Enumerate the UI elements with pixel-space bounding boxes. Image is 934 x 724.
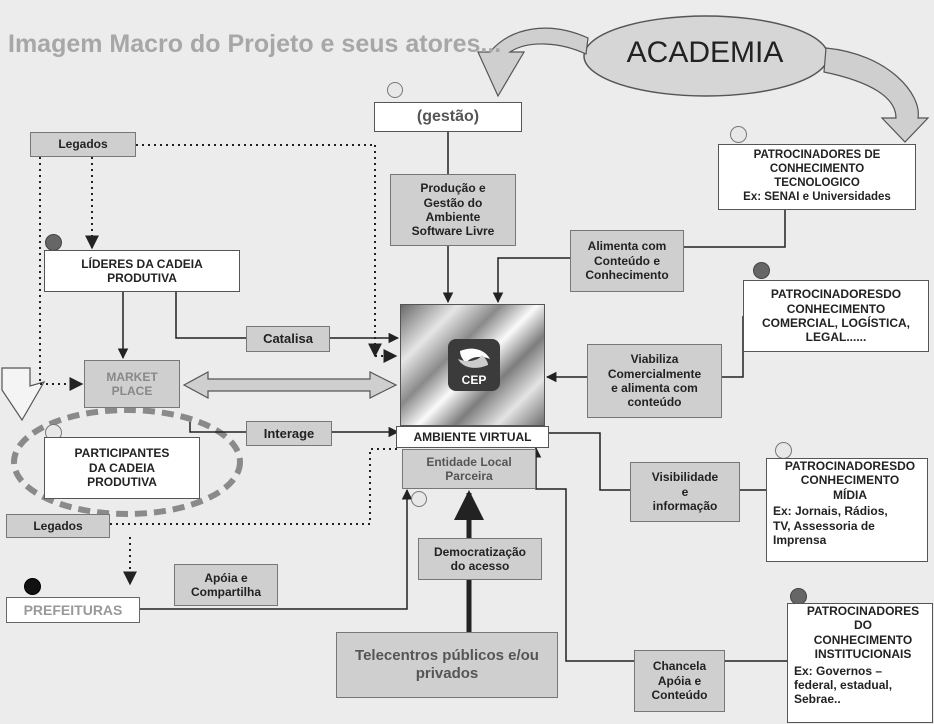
visibilidade-box: Visibilidade e informação bbox=[630, 462, 740, 522]
legados-top-box: Legados bbox=[30, 132, 136, 157]
prefeituras-box: PREFEITURAS bbox=[6, 597, 140, 623]
patrocinadores-comercial-box: PATROCINADORESDO CONHECIMENTO COMERCIAL,… bbox=[743, 280, 929, 352]
apoia-compartilha-box: Apóia e Compartilha bbox=[174, 564, 278, 606]
viabiliza-box: Viabiliza Comercialmente e alimenta com … bbox=[587, 344, 722, 418]
lideres-circle bbox=[45, 234, 62, 251]
interage-box: Interage bbox=[246, 421, 332, 446]
democratizacao-box: Democratização do acesso bbox=[418, 538, 542, 580]
patrocinadores-midia-box: PATROCINADORESDO CONHECIMENTO MÍDIA Ex: … bbox=[766, 458, 928, 562]
catalisa-box: Catalisa bbox=[246, 326, 330, 352]
patrocinadores-institucional-example: Ex: Governos – federal, estadual, Sebrae… bbox=[794, 663, 893, 707]
hollow-arrow bbox=[1, 367, 46, 422]
lideres-box: LÍDERES DA CADEIA PRODUTIVA bbox=[44, 250, 240, 292]
gestao-box: (gestão) bbox=[374, 102, 522, 132]
gestao-circle bbox=[387, 82, 403, 98]
entidade-circle bbox=[411, 491, 427, 507]
participantes-dashed-oval bbox=[11, 407, 243, 517]
tec-circle bbox=[730, 126, 747, 143]
entidade-local-box: Entidade Local Parceira bbox=[402, 449, 536, 489]
cep-logo-text: CEP bbox=[461, 373, 487, 387]
midia-circle bbox=[775, 442, 792, 459]
comercial-circle bbox=[753, 262, 770, 279]
telecentros-box: Telecentros públicos e/ou privados bbox=[336, 632, 558, 698]
patrocinadores-institucional-title: PATROCINADORES DO CONHECIMENTO INSTITUCI… bbox=[806, 604, 920, 662]
prefeituras-circle bbox=[24, 578, 41, 595]
producao-box: Produção e Gestão do Ambiente Software L… bbox=[390, 174, 516, 246]
legados-bottom-box: Legados bbox=[6, 514, 110, 538]
academia-label: ACADEMIA bbox=[626, 36, 784, 69]
alimenta-box: Alimenta com Conteúdo e Conhecimento bbox=[570, 230, 684, 292]
participantes-box: PARTICIPANTES DA CADEIA PRODUTIVA bbox=[44, 437, 200, 499]
cep-logo-mark bbox=[458, 348, 490, 368]
ambiente-virtual-graphic: CEP bbox=[400, 304, 545, 426]
chancela-box: Chancela Apóia e Conteúdo bbox=[634, 650, 725, 712]
patrocinadores-midia-title: PATROCINADORESDO CONHECIMENTO MÍDIA bbox=[784, 459, 916, 502]
market-place-box: MARKET PLACE bbox=[84, 360, 180, 408]
patrocinadores-institucional-box: PATROCINADORES DO CONHECIMENTO INSTITUCI… bbox=[787, 603, 933, 723]
academia-right-arrow bbox=[823, 47, 930, 143]
page-title: Imagem Macro do Projeto e seus atores... bbox=[8, 30, 502, 58]
ambiente-virtual-box: AMBIENTE VIRTUAL bbox=[396, 426, 549, 448]
academia-left-arrow bbox=[477, 27, 589, 98]
double-arrow bbox=[182, 370, 398, 400]
patrocinadores-tecnologico-box: PATROCINADORES DE CONHECIMENTO TECNOLOGI… bbox=[718, 144, 916, 210]
cep-logo: CEP bbox=[448, 339, 500, 391]
patrocinadores-midia-example: Ex: Jornais, Rádios, TV, Assessoria de I… bbox=[773, 504, 888, 547]
